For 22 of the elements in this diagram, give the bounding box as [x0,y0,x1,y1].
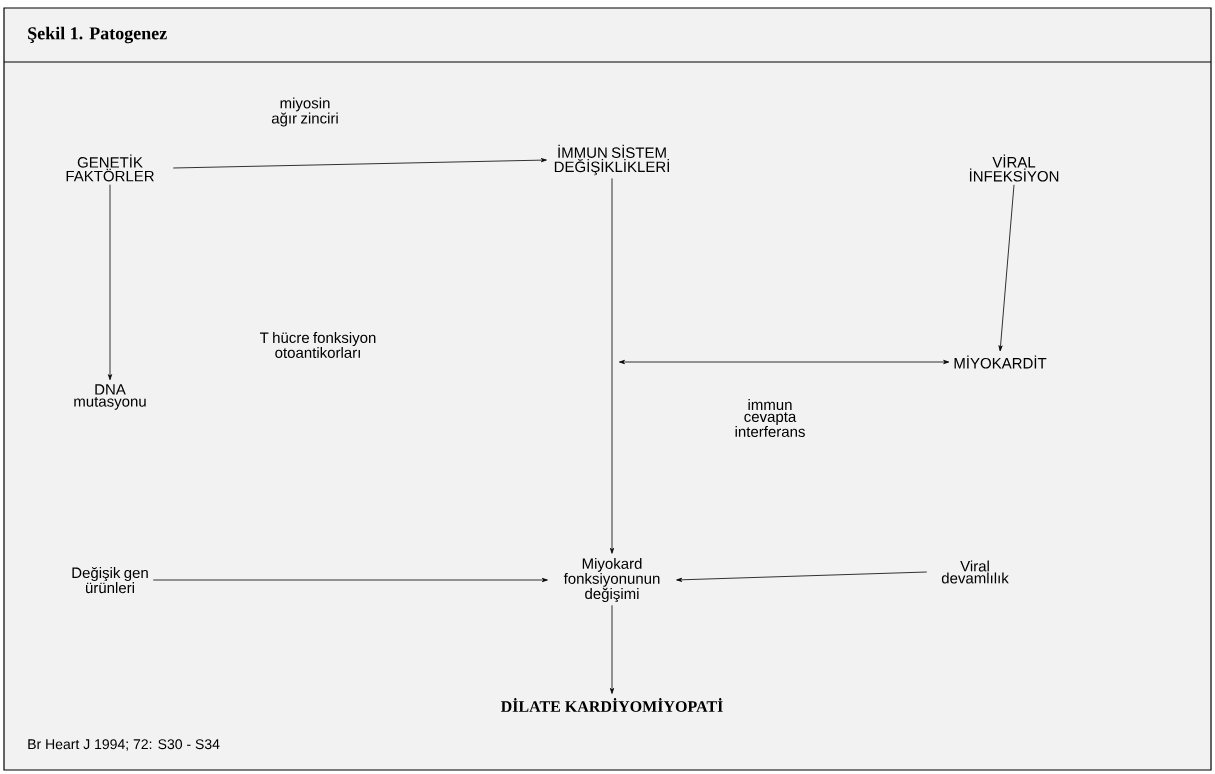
source-citation: Br Heart J 1994; 72: S30 - S34 [28,739,220,751]
annotation-text: T hücre fonksiyon otoantikorları [259,332,376,358]
node-text: DNA mutasyonu [74,384,146,410]
arrow [609,178,615,554]
arrow [618,359,950,365]
title-text: DİLATE KARDİYOMİYOPATİ [500,698,723,712]
node-text: GENETİK FAKTÖRLER [66,154,154,182]
node-text: VİRAL İNFEKSİYON [969,154,1059,182]
arrow [609,604,615,694]
node-text: İMMUN SİSTEM DEĞİŞİKLİKLERİ [554,144,669,176]
figure-title: Şekil 1. Patogenez [28,26,167,44]
arrow [152,577,548,583]
node-text: Değişik gen ürünleri [72,566,148,594]
node-text: MİYOKARDİT [954,355,1047,369]
edge-label: immun cevapta interferans [728,397,812,439]
arrow [107,184,113,381]
edge-label: miyosin ağır zinciri [260,95,350,129]
arrow [998,184,1015,352]
arrow [676,571,928,582]
node-text: Miyokard fonksiyonunun değişimi [563,557,660,603]
node-text: Viral devamlılık [941,560,1009,584]
arrow [172,158,547,169]
